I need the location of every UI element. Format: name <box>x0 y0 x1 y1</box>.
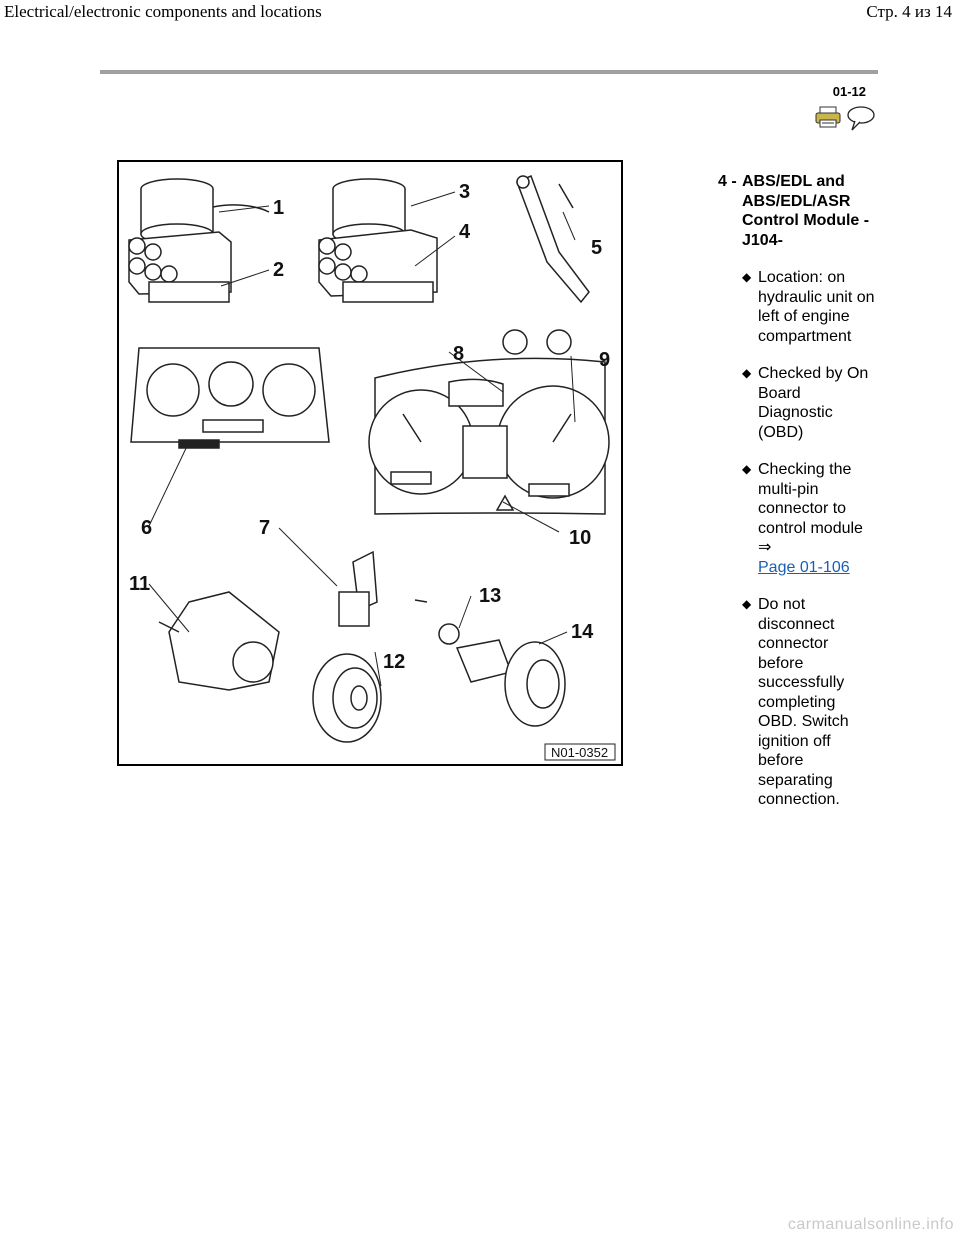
callout-14: 14 <box>571 621 594 643</box>
climate-control-panel <box>130 347 330 449</box>
printer-icon[interactable] <box>815 106 841 128</box>
header-title: Electrical/electronic components and loc… <box>4 2 322 21</box>
abs-hydraulic-unit-right <box>318 178 438 303</box>
watermark: carmanualsonline.info <box>787 1216 954 1233</box>
diamond-bullet-icon: ◆ <box>742 366 752 380</box>
diamond-bullet-icon: ◆ <box>742 597 752 611</box>
callout-10: 10 <box>569 527 591 549</box>
callout-7: 7 <box>259 517 270 539</box>
wheel-bearing-housing <box>158 591 280 691</box>
page-indicator: Стр. 4 из 14 <box>866 2 952 21</box>
callout-13: 13 <box>479 585 501 607</box>
sensor-bracket <box>338 550 378 627</box>
callout-8: 8 <box>453 343 464 365</box>
front-wheel-hub <box>312 653 382 743</box>
callout-9: 9 <box>599 349 610 371</box>
item-heading: 4 - ABS/EDL and ABS/EDL/ASR Control Modu… <box>718 172 878 250</box>
diamond-bullet-icon: ◆ <box>742 270 752 284</box>
speech-bubble-icon[interactable] <box>846 104 876 132</box>
callout-5: 5 <box>591 237 602 259</box>
callout-3: 3 <box>459 181 470 203</box>
abs-hydraulic-unit-left <box>128 178 270 303</box>
callout-4: 4 <box>459 221 471 243</box>
header-rule <box>100 70 878 74</box>
page-link[interactable]: Page 01-106 <box>758 558 850 576</box>
bullet-warning: ◆ Do not disconnect connector before suc… <box>742 596 849 808</box>
diamond-bullet-icon: ◆ <box>742 462 752 476</box>
callout-11: 11 <box>129 573 150 595</box>
figure-code: N01-0352 <box>551 745 608 760</box>
callout-2: 2 <box>273 259 284 281</box>
page-number: 01-12 <box>832 84 866 99</box>
brake-pedal <box>516 174 590 304</box>
instrument-cluster <box>368 329 610 515</box>
rear-wheel-hub <box>414 599 566 727</box>
callout-6: 6 <box>141 517 152 539</box>
bullet-obd: ◆ Checked by On Board Diagnostic (OBD) <box>742 365 869 441</box>
item-description: 4 - ABS/EDL and ABS/EDL/ASR Control Modu… <box>718 172 878 810</box>
component-location-figure: 1 2 3 4 5 6 7 8 9 10 11 12 13 14 N01-035… <box>117 160 623 766</box>
callout-12: 12 <box>383 651 405 673</box>
item-title: ABS/EDL and ABS/EDL/ASR Control Module -… <box>742 173 870 249</box>
callout-1: 1 <box>273 197 284 219</box>
bullet-connector-check: ◆ Checking the multi-pin connector to co… <box>718 460 878 577</box>
callout-lines <box>148 191 576 687</box>
item-number: 4 - <box>718 173 737 190</box>
bullet-location: ◆ Location: on hydraulic unit on left of… <box>742 269 875 345</box>
